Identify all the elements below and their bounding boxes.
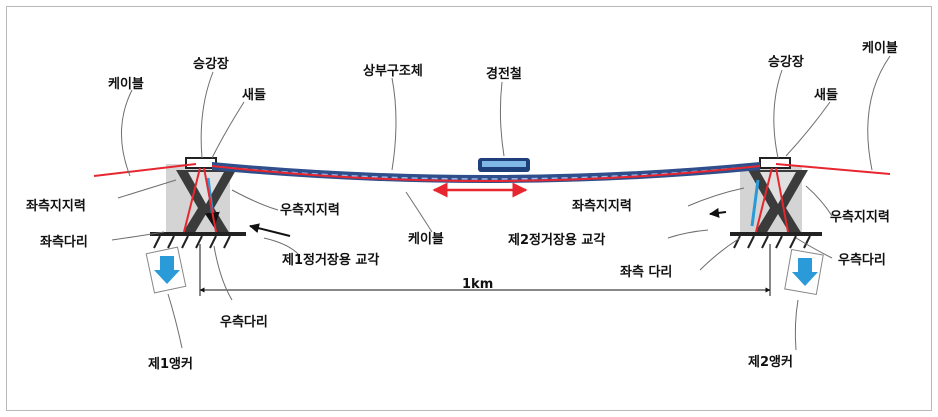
cable-right-leg-b [775, 167, 789, 233]
label-left-reaction-right: 좌측지지력 [572, 198, 632, 214]
label-saddle-left: 새들 [242, 87, 266, 103]
label-left-leg-right: 좌측 다리 [620, 264, 672, 280]
cable-left-outer [93, 163, 197, 177]
cable-right-outer [775, 163, 891, 175]
cable-main [211, 165, 761, 182]
label-train: 경전철 [486, 66, 522, 82]
label-anchor1: 제1앵커 [148, 356, 193, 372]
left-pier-base [150, 232, 246, 236]
right-pier-base [730, 232, 822, 236]
labels: 케이블 승강장 새들 상부구조체 경전철 승강장 케이블 새들 좌측지지력 우측… [26, 40, 898, 372]
label-cable-left: 케이블 [108, 76, 144, 92]
train [478, 158, 530, 172]
anchor-left [145, 246, 187, 294]
label-bridge1: 제1정거장용 교각 [282, 252, 379, 268]
left-pier-piles [153, 235, 231, 249]
label-bridge2: 제2정거장용 교각 [508, 232, 605, 248]
right-internal-arrow [750, 179, 760, 227]
label-span: 1km [462, 277, 493, 292]
label-tower-right: 승강장 [768, 54, 804, 70]
label-right-reaction-right: 우측지지력 [830, 209, 890, 225]
label-saddle-right: 새들 [814, 87, 838, 103]
pointer-bridge2 [709, 207, 727, 218]
leader-lines [111, 55, 891, 351]
train-windows [482, 161, 526, 167]
label-cable-center: 케이블 [408, 231, 444, 247]
label-cable-right: 케이블 [862, 40, 898, 56]
label-superstructure: 상부구조체 [363, 64, 423, 79]
left-saddle [185, 157, 217, 169]
cable-right-leg-a [755, 167, 773, 233]
cables [93, 163, 891, 233]
label-anchor2: 제2앵커 [748, 354, 793, 370]
pointer-bridge1 [249, 223, 291, 237]
label-tower-left: 승강장 [193, 56, 229, 72]
anchor-right [784, 248, 824, 296]
label-left-leg-left: 좌측다리 [40, 234, 88, 250]
label-right-leg-left: 우측다리 [220, 314, 268, 330]
right-pier-piles [733, 235, 811, 249]
label-left-reaction-left: 좌측지지력 [26, 198, 86, 214]
cable-left-leg-a [183, 167, 201, 233]
span-dimension [199, 244, 771, 296]
cable-left-leg-b [203, 167, 217, 233]
right-saddle [759, 157, 791, 169]
label-right-leg-right: 우측다리 [838, 252, 886, 268]
label-right-reaction-left: 우측지지력 [280, 202, 340, 218]
